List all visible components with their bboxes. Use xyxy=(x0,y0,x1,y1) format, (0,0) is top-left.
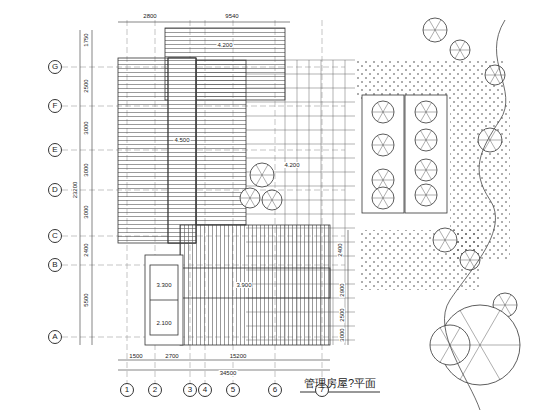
axis-bubble: G xyxy=(48,60,62,74)
dimension-text: 2400 xyxy=(83,242,89,257)
axis-label: G xyxy=(52,63,58,71)
dimension-text: 2500 xyxy=(339,307,345,322)
dimension-text: 1750 xyxy=(83,32,89,47)
axis-bubble: B xyxy=(48,258,62,272)
axis-bubble: 2 xyxy=(148,383,162,397)
dimension-lines xyxy=(80,22,380,392)
trees xyxy=(240,18,520,385)
axis-label: 2 xyxy=(153,386,157,394)
axis-label: C xyxy=(52,232,58,240)
axis-label: B xyxy=(52,261,57,269)
axis-label: 6 xyxy=(273,386,277,394)
axis-bubble: C xyxy=(48,229,62,243)
dimension-text: 34500 xyxy=(219,370,238,376)
elevation-mark: 3.300 xyxy=(155,282,172,288)
dimension-text: 2900 xyxy=(339,282,345,297)
axis-label: E xyxy=(52,146,57,154)
dimension-text: 2700 xyxy=(164,353,179,359)
grid-lines xyxy=(62,20,345,383)
axis-bubble: D xyxy=(48,183,62,197)
axis-bubble: E xyxy=(48,143,62,157)
dimension-text: 2800 xyxy=(142,13,157,19)
dimension-text: 3000 xyxy=(339,327,345,342)
axis-bubble: 1 xyxy=(120,383,134,397)
axis-bubble: 6 xyxy=(268,383,282,397)
roof-blocks xyxy=(118,28,330,345)
axis-label: F xyxy=(53,102,58,110)
dimension-text: 5500 xyxy=(83,292,89,307)
axis-label: 3 xyxy=(188,386,192,394)
elevation-mark: 4.500 xyxy=(173,137,190,143)
axis-label: D xyxy=(52,186,58,194)
axis-bubble: A xyxy=(48,330,62,344)
dimension-text: 1500 xyxy=(128,353,143,359)
elevation-mark: 3.900 xyxy=(235,282,252,288)
elevation-mark: 4.200 xyxy=(216,42,233,48)
dimension-text: 9540 xyxy=(224,13,239,19)
dimension-text: 2500 xyxy=(83,78,89,93)
dimension-text: 23200 xyxy=(72,181,78,200)
path-edge xyxy=(444,20,505,410)
planters xyxy=(362,95,447,213)
dimension-text: 3000 xyxy=(83,120,89,135)
elevation-mark: 2.100 xyxy=(155,320,172,326)
axis-bubble: 3 xyxy=(183,383,197,397)
axis-label: 1 xyxy=(125,386,129,394)
drawing-title: 管理房屋?平面 xyxy=(304,376,376,391)
axis-bubble: F xyxy=(48,99,62,113)
axis-bubble: 4 xyxy=(198,383,212,397)
dimension-text: 15200 xyxy=(229,353,248,359)
dimension-text: 2400 xyxy=(337,242,343,257)
axis-label: 4 xyxy=(203,386,207,394)
axis-bubble: 5 xyxy=(226,383,240,397)
axis-label: 5 xyxy=(231,386,235,394)
dimension-text: 3000 xyxy=(83,162,89,177)
axis-label: A xyxy=(52,333,57,341)
dimension-text: 3000 xyxy=(83,204,89,219)
ground-dots xyxy=(355,60,510,290)
elevation-mark: 4.200 xyxy=(283,162,300,168)
